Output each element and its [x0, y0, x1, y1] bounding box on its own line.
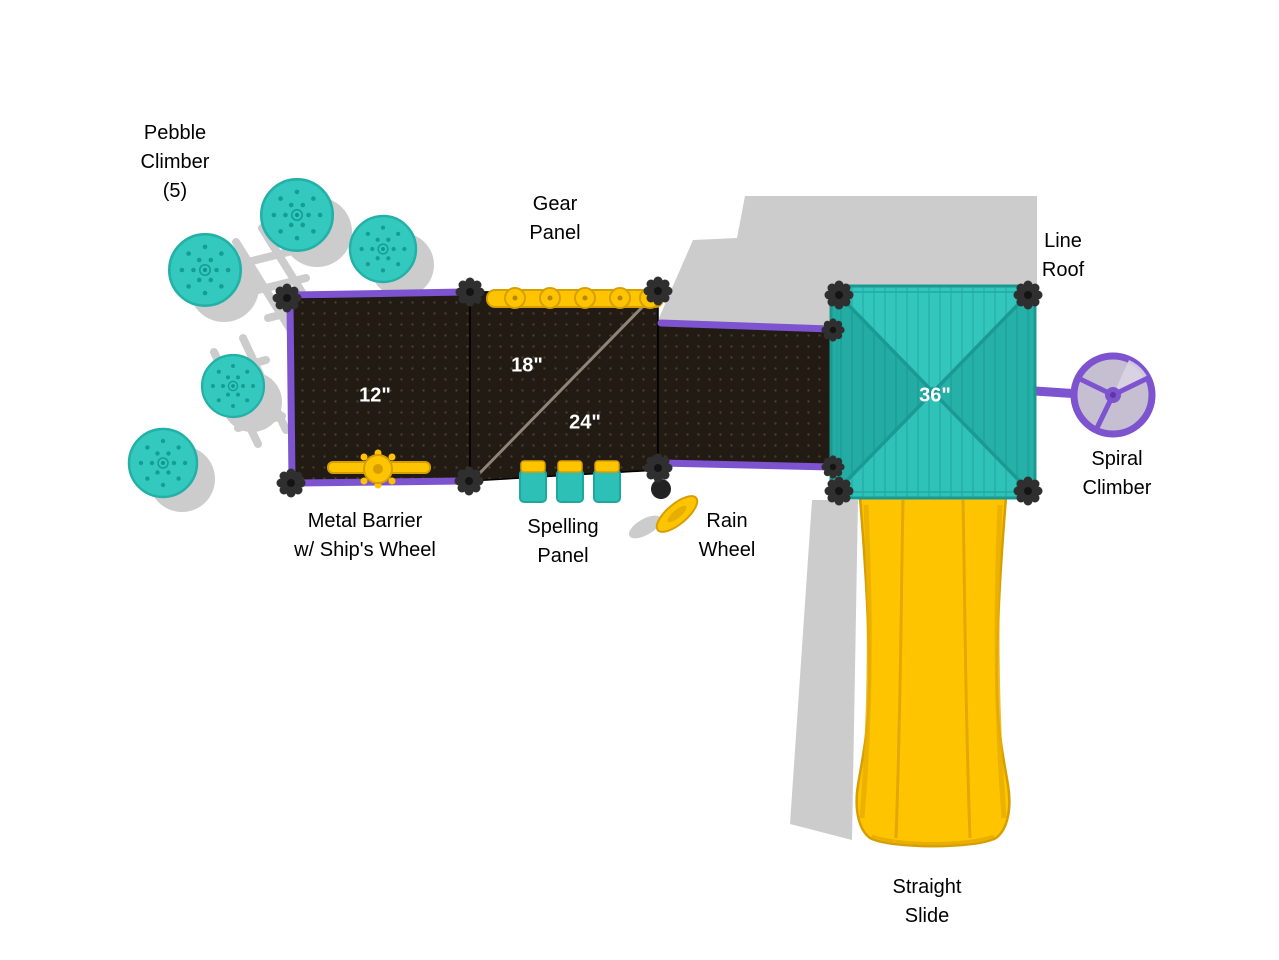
label-metal-barrier: Metal Barrier w/ Ship's Wheel — [294, 510, 436, 561]
label-gear-panel: Gear Panel — [529, 193, 581, 244]
label-rain-wheel: Rain Wheel — [698, 510, 756, 561]
deck-height-36: 36" — [919, 384, 951, 407]
line-roof — [829, 284, 1037, 500]
gear-panel — [486, 287, 664, 309]
deck-height-12: 12" — [359, 384, 391, 407]
straight-slide — [855, 495, 1011, 848]
spiral-climber — [1070, 352, 1156, 438]
label-pebble-climber: Pebble Climber (5) — [140, 122, 210, 202]
spelling-panel — [519, 460, 621, 503]
label-straight-slide: Straight Slide — [892, 876, 962, 927]
bridge-ramp — [657, 323, 834, 468]
pebble-climber-3 — [167, 232, 243, 308]
deck-height-18: 18" — [511, 354, 543, 377]
deck-height-24: 24" — [569, 411, 601, 434]
label-spiral-climber: Spiral Climber — [1082, 448, 1152, 499]
metal-barrier-ships-wheel — [327, 449, 431, 489]
pebble-climber-5 — [127, 427, 199, 499]
rain-wheel — [651, 479, 699, 533]
pebble-climber-4 — [200, 353, 266, 419]
label-spelling-panel: Spelling Panel — [527, 516, 599, 567]
split-deck-18-24 — [469, 290, 659, 482]
label-line-roof: Line Roof — [1041, 230, 1085, 281]
pebble-climber-1 — [259, 177, 335, 253]
pebble-climber-2 — [348, 214, 418, 284]
